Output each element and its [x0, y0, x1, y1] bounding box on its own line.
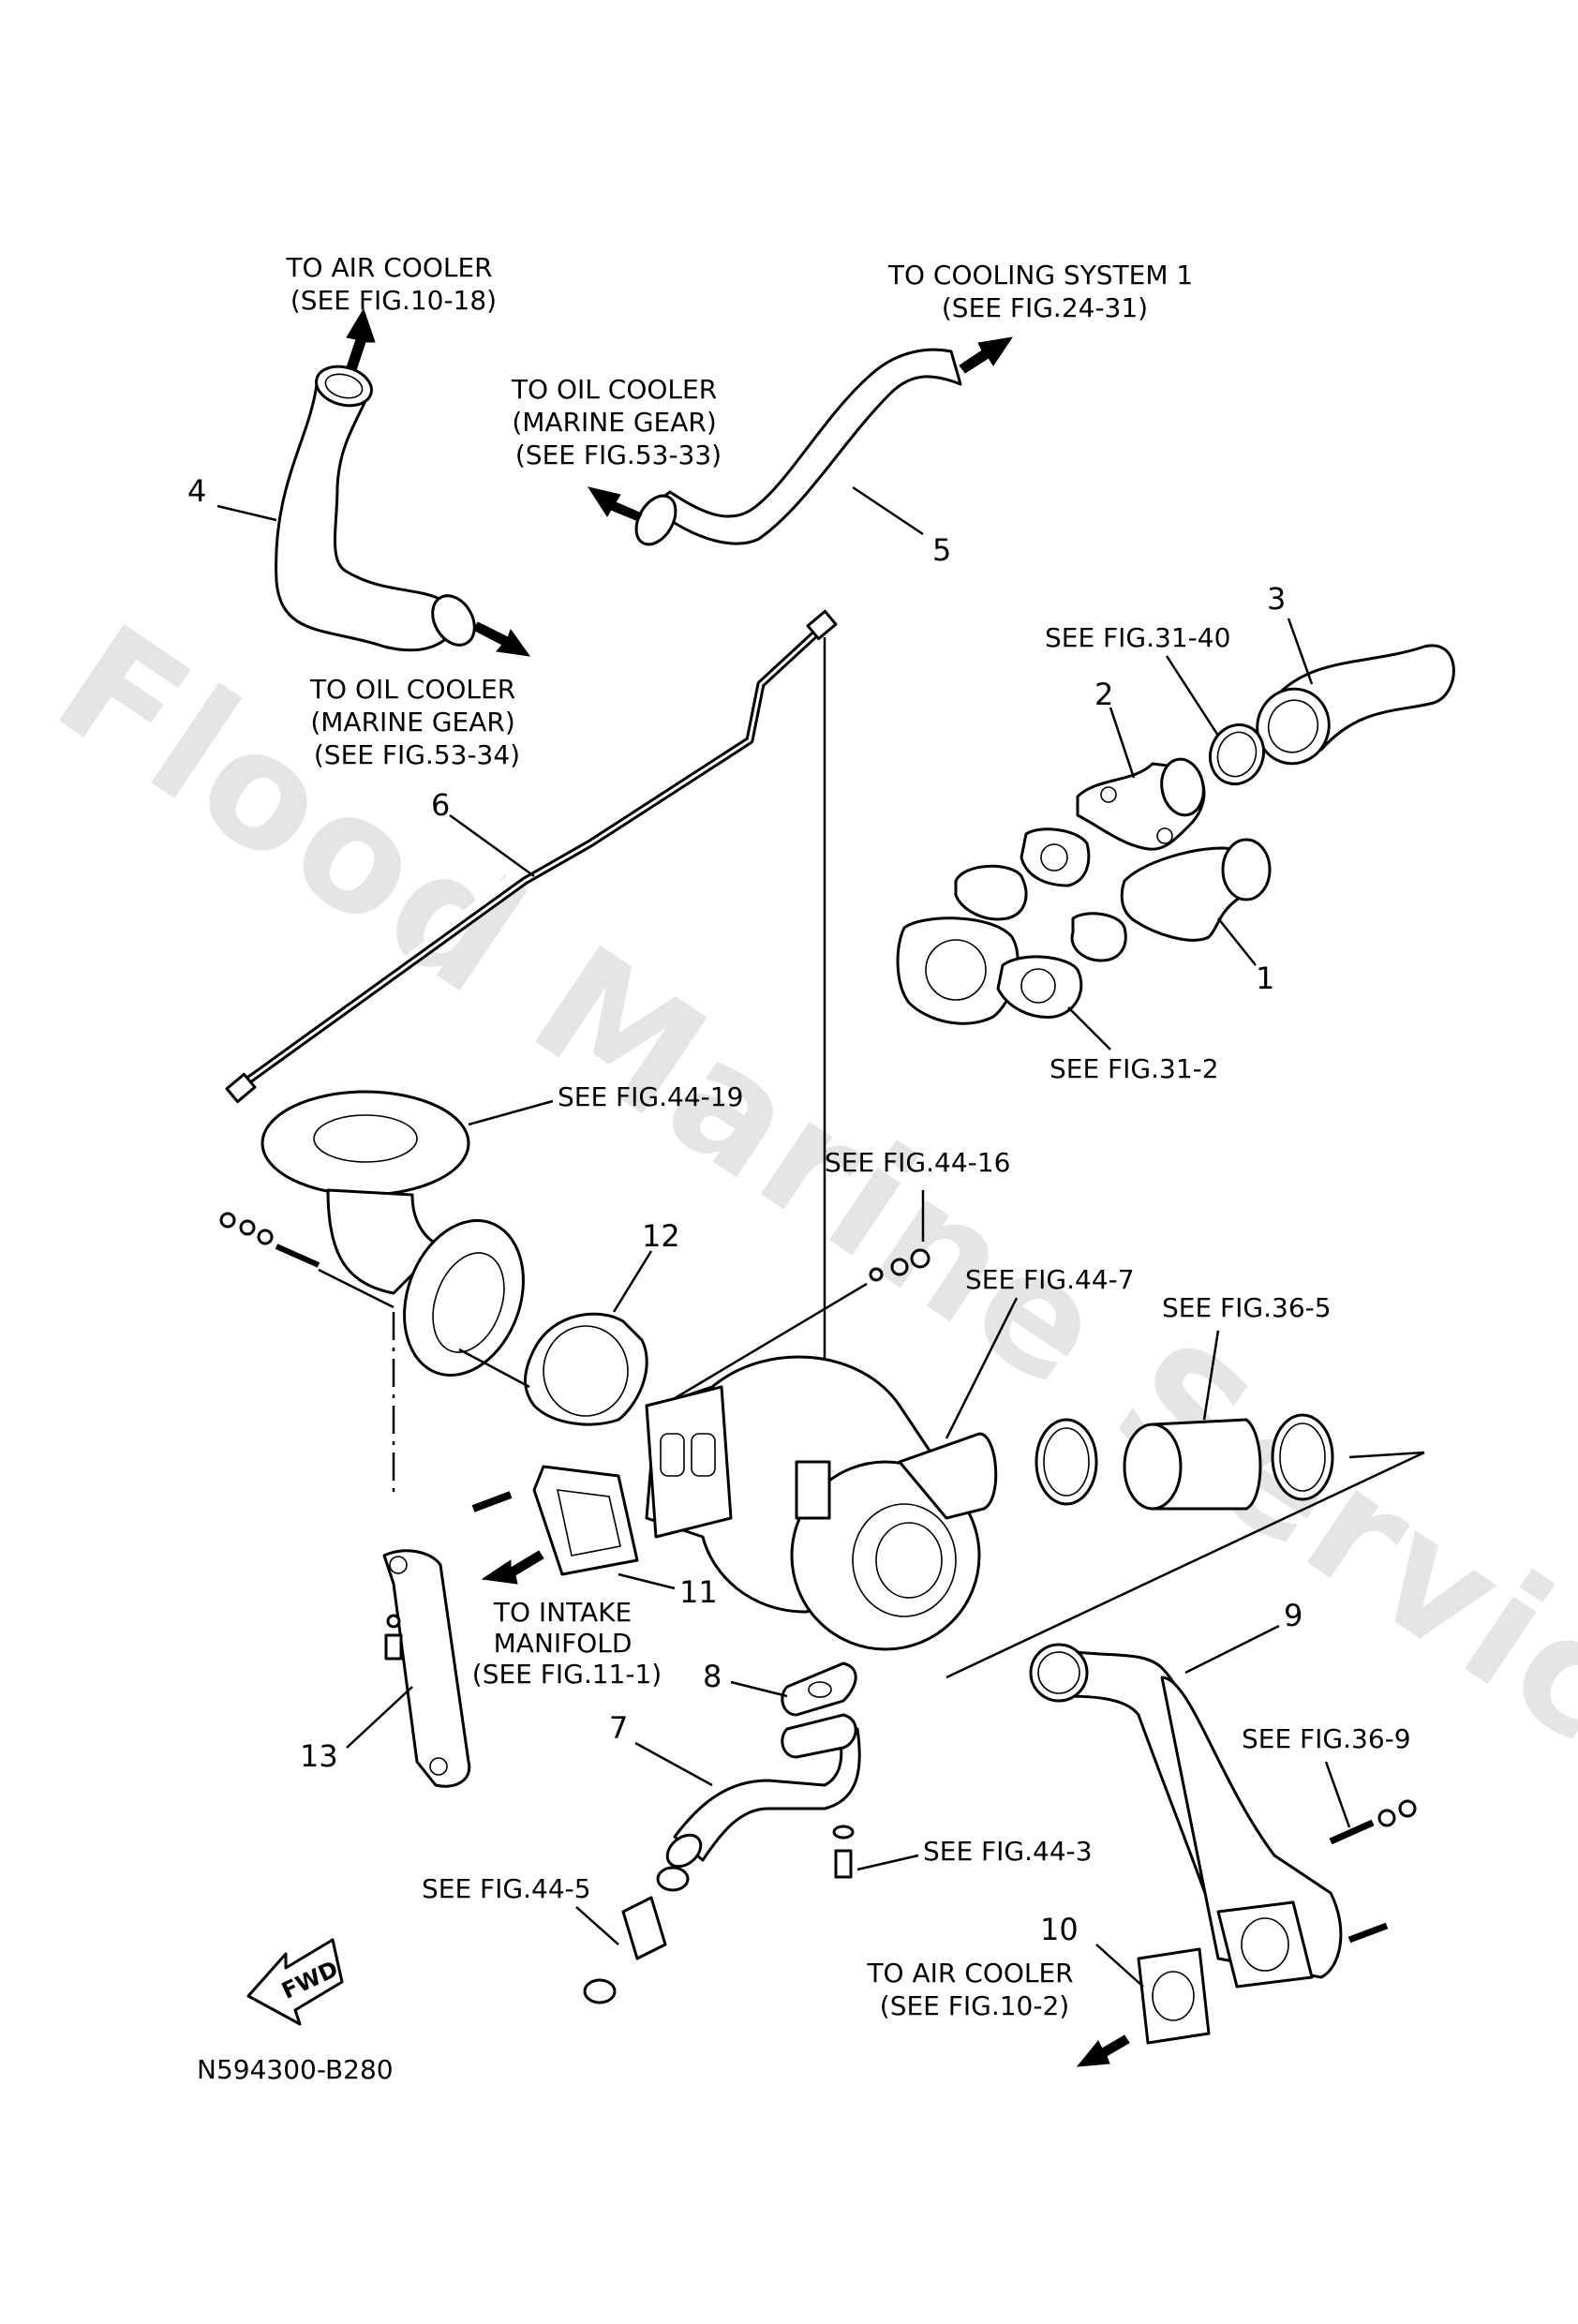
stud-line-right	[646, 1282, 868, 1417]
leader-12	[612, 1250, 653, 1313]
air-line-diag	[945, 1451, 1425, 1679]
part-13-bracket	[382, 1549, 471, 1788]
arrow-up-air-cooler	[346, 307, 376, 371]
leader-fig44-3	[856, 1854, 919, 1871]
ref-fig44-19: SEE FIG.44-19	[558, 1081, 743, 1112]
leader-fig36-9	[1324, 1761, 1351, 1828]
leader-fig44-7	[945, 1297, 1019, 1439]
part-number-12: 12	[642, 1218, 680, 1254]
leader-fig44-19	[468, 1099, 554, 1126]
leader-9	[1184, 1624, 1280, 1675]
part-4-hose	[275, 365, 476, 652]
leader-elbow-gasket	[458, 1348, 530, 1389]
arrow-intake-manifold	[481, 1550, 544, 1585]
part-2-elbow	[1076, 757, 1206, 851]
exhaust-elbow	[261, 1090, 525, 1377]
fwd-arrow-icon: FWD	[246, 1938, 344, 2026]
part-number-1: 1	[1256, 961, 1274, 996]
ref-fig36-9: SEE FIG.36-9	[1242, 1723, 1411, 1754]
ref-fig44-16: SEE FIG.44-16	[825, 1147, 1010, 1178]
arrow-oil-cooler-34	[472, 621, 531, 657]
part-8-gasket	[781, 1661, 857, 1717]
leader-fig31-2	[1067, 1006, 1111, 1050]
studs-left	[219, 1212, 320, 1268]
leader-fig36-5	[1202, 1330, 1220, 1421]
leader-13	[346, 1686, 413, 1749]
hose-clamp-31-40	[1209, 723, 1265, 786]
hose-36-5	[1035, 1413, 1334, 1511]
part-3-hose	[1256, 644, 1455, 766]
part-number-10: 10	[1040, 1912, 1079, 1947]
part-7-pipe	[665, 1713, 861, 1869]
part-10-gasket	[1137, 1947, 1211, 2045]
part-number-6: 6	[431, 787, 450, 823]
leader-2	[1109, 707, 1136, 779]
callout-to-cooling-system: TO COOLING SYSTEM 1 (SEE FIG.24-31)	[887, 260, 1201, 323]
ref-fig31-40: SEE FIG.31-40	[1045, 622, 1230, 653]
stud-leader	[318, 1268, 394, 1309]
bolt-44-3	[832, 1825, 855, 1879]
hose-44-5	[583, 1866, 690, 2004]
part-6-pipe	[225, 609, 838, 1104]
part-number-8: 8	[703, 1659, 722, 1694]
nuts-44-16	[869, 1248, 930, 1282]
callout-to-air-cooler-top: TO AIR COOLER (SEE FIG.10-18)	[285, 252, 500, 316]
part-5-hose	[634, 348, 962, 546]
part-12-gasket	[524, 1312, 648, 1426]
studs-36-9	[1329, 1799, 1417, 1944]
air-line-top	[1348, 1451, 1425, 1459]
ref-fig36-5: SEE FIG.36-5	[1162, 1292, 1332, 1323]
leader-fig31-40	[1165, 655, 1220, 737]
drawing-code: N594300-B280	[197, 2054, 394, 2085]
leader-4	[216, 504, 277, 522]
callout-to-oil-cooler-33: TO OIL COOLER (MARINE GEAR) (SEE FIG.53-…	[511, 374, 725, 470]
ref-fig44-7: SEE FIG.44-7	[965, 1264, 1135, 1295]
leader-6	[449, 813, 535, 878]
arrow-air-cooler-bottom	[1076, 2034, 1130, 2067]
part-number-3: 3	[1267, 581, 1286, 617]
turbocharger	[645, 1355, 998, 1651]
callout-to-air-cooler-bottom: TO AIR COOLER (SEE FIG.10-2)	[866, 1958, 1081, 2021]
leader-fig44-5	[575, 1906, 619, 1945]
part-number-5: 5	[932, 532, 951, 568]
leader-7	[634, 1741, 713, 1787]
part-11-gasket	[532, 1465, 639, 1576]
part-number-2: 2	[1094, 677, 1113, 712]
callout-to-oil-cooler-34: TO OIL COOLER (MARINE GEAR) (SEE FIG.53-…	[309, 674, 524, 770]
arrow-oil-cooler-33	[587, 486, 643, 522]
callout-to-intake-manifold: TO INTAKE MANIFOLD (SEE FIG.11-1)	[472, 1597, 662, 1690]
part-number-9: 9	[1284, 1598, 1303, 1633]
leader-1	[1217, 917, 1257, 966]
part-number-11: 11	[679, 1574, 718, 1610]
leader-5	[852, 485, 924, 536]
stud-11	[471, 1491, 513, 1512]
thermostat-gaskets	[896, 827, 1272, 1025]
part-number-13: 13	[300, 1738, 338, 1774]
part-number-7: 7	[609, 1710, 628, 1746]
leader-8	[730, 1680, 788, 1698]
part-9-pipe	[1029, 1643, 1343, 1989]
ref-fig44-5: SEE FIG.44-5	[422, 1873, 591, 1904]
arrow-cooling-system	[959, 336, 1014, 374]
leader-11	[618, 1572, 676, 1590]
ref-fig31-2: SEE FIG.31-2	[1050, 1053, 1219, 1084]
part-number-4: 4	[187, 473, 206, 509]
leader-10	[1095, 1944, 1144, 1988]
ref-fig44-3: SEE FIG.44-3	[923, 1836, 1093, 1867]
leader-3	[1287, 618, 1314, 685]
bolt-13	[384, 1614, 403, 1661]
